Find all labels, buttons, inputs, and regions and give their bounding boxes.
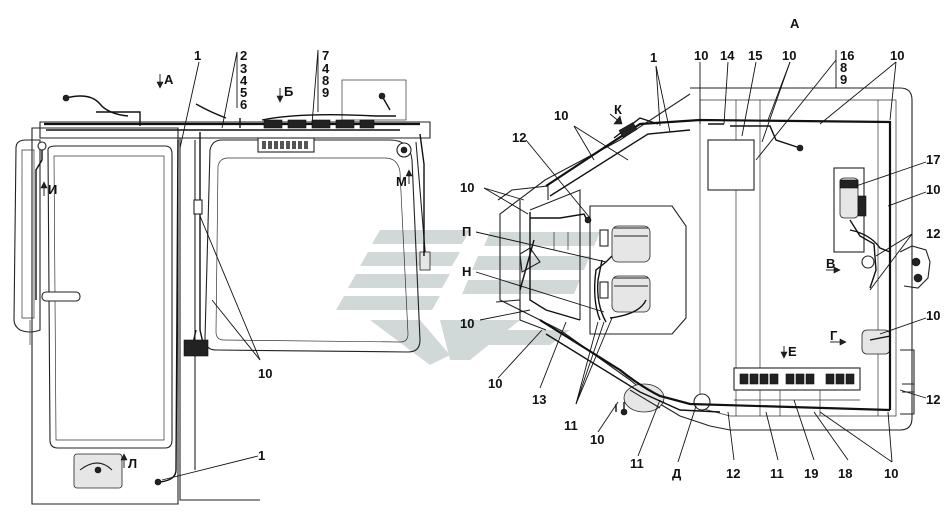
callout-18: 18 [838,466,852,481]
arrow-a-label: А [164,72,174,87]
arrow-d-label: Д [672,466,682,481]
callout-17: 17 [926,152,940,167]
callout-11-b: 11 [630,456,644,471]
left-view-door [13,127,179,505]
callout-10-i: 10 [488,376,502,391]
watermark-logo [336,230,600,365]
arrow-m-label: М [396,174,407,189]
left-view-cab [39,79,431,501]
callout-10-j: 10 [590,432,604,447]
callout-stack-view-2: 9 [840,72,847,87]
callout-12-top: 12 [512,130,526,145]
callout-stack-right-0: 7 [322,48,329,63]
callout-10-g: 10 [926,308,940,323]
arrow-e-label: Е [788,344,797,359]
callout-stack-right-2: 8 [322,73,329,88]
arrow-g-label: Г [830,328,838,343]
callout-10-d: 10 [554,108,568,123]
callout-12-right: 12 [926,226,940,241]
callout-stack-left-4: 6 [240,97,247,112]
callout-11-a: 11 [564,418,578,433]
arrow-k-label: К [614,102,622,117]
arrow-i-label: И [48,182,57,197]
arrow-b-label: Б [284,84,293,99]
callout-stack-right-3: 9 [322,85,329,100]
callout-10-k: 10 [884,466,898,481]
callout-stack-view-0: 16 [840,48,854,63]
arrow-n-label: Н [462,264,471,279]
arrow-p-label: П [462,224,471,239]
callout-19: 19 [804,466,818,481]
callout-10-h: 10 [460,316,474,331]
view-a-title: А [790,16,800,31]
callout-12-bottom-right: 12 [926,392,940,407]
callout-stack-left-3: 5 [240,85,247,100]
right-view-cab [495,87,931,431]
callout-10-b: 10 [782,48,796,63]
callout-10-f: 10 [926,182,940,197]
callout-stack-left-2: 4 [240,73,248,88]
arrow-v-label: В [826,256,835,271]
callout-10-a: 10 [694,48,708,63]
callout-14: 14 [720,48,735,63]
callout-labels: А 1 2 3 4 5 6 7 4 8 9 Б И М 10 1 Л А 1 1… [48,16,940,481]
callout-stack-view-1: 8 [840,60,847,75]
leader-lines [40,49,927,481]
callout-stack-left-1: 3 [240,61,247,76]
callout-10-e: 10 [460,180,474,195]
callout-10-left: 10 [258,366,272,381]
callout-12-bottom: 12 [726,466,740,481]
left-view-harness [35,92,425,486]
callout-11-c: 11 [770,466,784,481]
callout-15: 15 [748,48,762,63]
arrow-l-label: Л [128,456,137,471]
callout-stack-right-1: 4 [322,61,330,76]
callout-1-top: 1 [194,48,201,63]
callout-13: 13 [532,392,546,407]
callout-1-view-a: 1 [650,50,657,65]
callout-1-bottom: 1 [258,448,265,463]
callout-10-c: 10 [890,48,904,63]
callout-stack-left-0: 2 [240,48,247,63]
